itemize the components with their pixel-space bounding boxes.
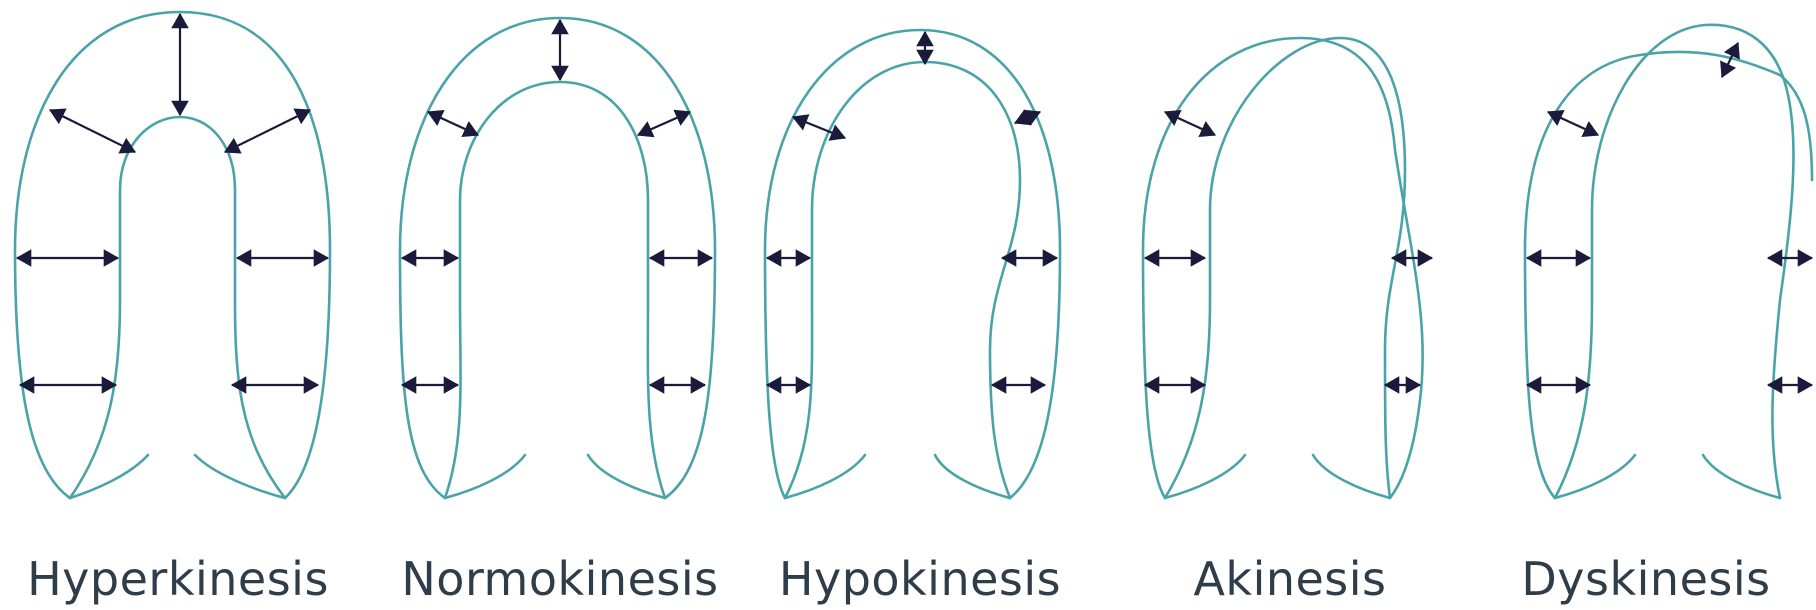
arrow-left-upper	[50, 110, 135, 152]
label-normokinesis: Normokinesis	[390, 552, 730, 606]
panel-dyskinesis	[1525, 25, 1812, 498]
outer-wall-outline	[765, 30, 1060, 498]
label-hyperkinesis: Hyperkinesis	[8, 552, 348, 606]
left-valve-leaflet	[785, 455, 865, 498]
arrow-left-upper	[793, 117, 845, 138]
label-hypokinesis: Hypokinesis	[750, 552, 1090, 606]
right-valve-leaflet	[588, 455, 665, 498]
left-valve-leaflet	[445, 455, 525, 498]
panel-normokinesis	[400, 18, 715, 498]
arrow-right-upper	[225, 110, 310, 152]
thickening-arrows	[1145, 112, 1432, 385]
inner-wall-outline	[70, 117, 285, 498]
arrow-left-upper	[1548, 112, 1598, 135]
inner-wall-outline	[1165, 38, 1405, 498]
panel-hypokinesis	[765, 30, 1060, 498]
inner-wall-outline	[445, 82, 665, 498]
label-akinesis: Akinesis	[1120, 552, 1460, 606]
left-valve-leaflet	[70, 455, 148, 498]
panel-akinesis	[1143, 38, 1432, 498]
right-valve-leaflet	[1703, 455, 1780, 498]
arrow-left-upper	[1165, 112, 1215, 135]
thickening-arrows	[767, 32, 1057, 385]
left-valve-leaflet	[1555, 455, 1635, 498]
outer-wall-outline	[15, 12, 330, 498]
arrow-right-upper	[638, 112, 690, 135]
right-valve-leaflet	[1313, 455, 1390, 498]
label-dyskinesis: Dyskinesis	[1476, 552, 1816, 606]
outer-wall-outline	[1525, 52, 1812, 498]
inner-wall-outline	[1555, 25, 1793, 498]
outer-wall-outline	[1143, 38, 1423, 498]
arrow-left-upper	[428, 112, 478, 135]
panel-hyperkinesis	[15, 12, 330, 498]
wall-motion-diagram	[0, 0, 1816, 540]
